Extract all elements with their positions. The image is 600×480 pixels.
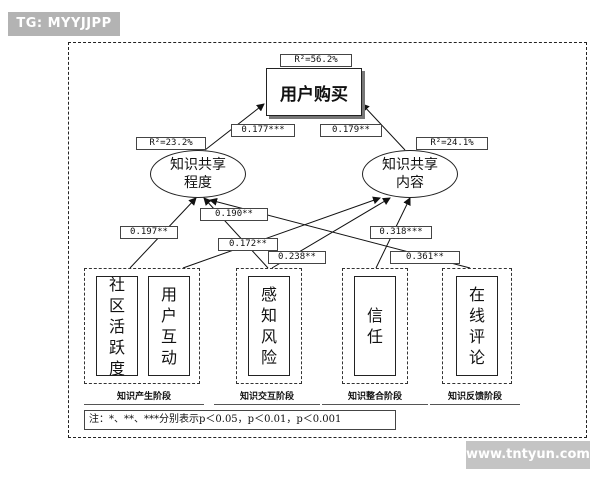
stage-group-interaction <box>236 268 302 384</box>
stage-label-interaction: 知识交互阶段 <box>214 390 320 405</box>
right-mediator-label: 知识共享 内容 <box>382 157 438 191</box>
coef-left-to-outcome: 0.177*** <box>231 124 295 137</box>
coef-social-to-left: 0.197** <box>120 226 178 239</box>
coef-right-to-outcome: 0.179** <box>320 124 382 137</box>
coef-risk-to-right: 0.238** <box>268 251 326 264</box>
stage-label-generation: 知识产生阶段 <box>84 390 204 405</box>
watermark-top: TG: MYYJJPP <box>8 12 120 36</box>
left-mediator-r2: R²=23.2% <box>136 137 206 150</box>
significance-note: 注：*、**、***分别表示p＜0.05，p＜0.01，p＜0.001 <box>84 410 396 430</box>
stage-group-feedback <box>442 268 512 384</box>
watermark-bottom: www.tntyun.com <box>466 441 590 469</box>
factor-perceived-risk: 感 知 风 险 <box>248 276 290 376</box>
factor-user-interaction: 用 户 互 动 <box>148 276 190 376</box>
coef-risk-to-left: 0.190** <box>200 208 268 221</box>
factor-online-review: 在 线 评 论 <box>456 276 498 376</box>
factor-social-activity: 社 区 活 跃 度 <box>96 275 138 378</box>
diagram-frame <box>68 42 587 438</box>
left-mediator-label: 知识共享 程度 <box>170 157 226 191</box>
stage-label-feedback: 知识反馈阶段 <box>430 390 520 405</box>
right-mediator-ellipse: 知识共享 内容 <box>362 150 458 198</box>
coef-interaction-to-right: 0.172** <box>218 238 278 251</box>
factor-trust: 信 任 <box>354 276 396 376</box>
stage-group-integration <box>342 268 408 384</box>
outcome-r2: R²=56.2% <box>280 54 352 67</box>
arrow-interaction-to-right <box>182 196 381 269</box>
outcome-label: 用户购买 <box>280 84 348 105</box>
coef-trust-to-right: 0.318*** <box>370 226 432 239</box>
right-mediator-r2: R²=24.1% <box>416 137 488 150</box>
stage-label-integration: 知识整合阶段 <box>322 390 428 405</box>
coef-review-to-left: 0.361** <box>390 251 460 264</box>
left-mediator-ellipse: 知识共享 程度 <box>150 150 246 198</box>
arrow-right-to-outcome <box>361 103 406 151</box>
outcome-box: 用户购买 <box>266 68 362 116</box>
stage-group-generation <box>84 268 200 384</box>
